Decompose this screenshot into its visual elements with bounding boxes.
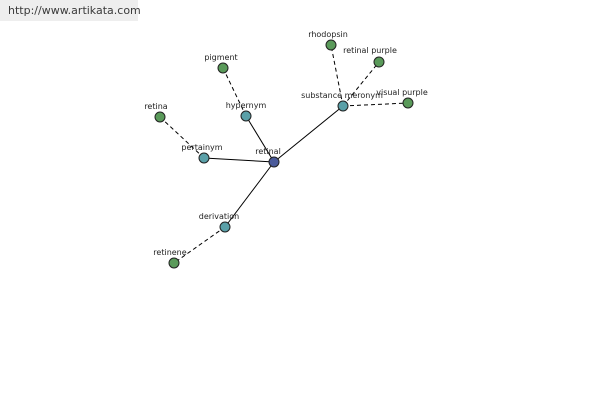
edge-retinal-derivation [224,161,275,228]
edge-retinal-pertainym [203,157,275,163]
node-pertainym[interactable] [198,152,210,164]
node-visual-purple[interactable] [402,97,414,109]
node-pigment[interactable] [217,62,229,74]
edge-retinal-hypernym [245,115,275,163]
node-retinene[interactable] [168,257,180,269]
node-substance-meronym[interactable] [337,100,349,112]
node-label-pigment: pigment [204,53,237,62]
node-hypernym[interactable] [240,110,252,122]
nodes-layer [154,39,414,269]
site-banner: http://www.artikata.com [0,0,141,21]
labels-layer: retinal hypernym pertainym derivation substa… [144,30,428,257]
node-label-visual-purple: visual purple [376,88,428,97]
node-retinal-purple[interactable] [373,56,385,68]
node-label-retinal-purple: retinal purple [343,46,397,55]
edge-pertainym-retina [159,116,205,159]
edge-substance-meronym-rhodopsin [330,44,344,107]
edges-layer [159,44,409,264]
node-label-rhodopsin: rhodopsin [308,30,348,39]
edge-derivation-retinene [173,226,226,264]
node-derivation[interactable] [219,221,231,233]
edge-substance-meronym-retinal-purple [342,61,380,107]
node-rhodopsin[interactable] [325,39,337,51]
node-retina[interactable] [154,111,166,123]
node-label-retina: retina [144,102,167,111]
node-label-hypernym: hypernym [226,101,267,110]
site-url-link[interactable]: http://www.artikata.com [8,4,141,17]
node-retinal[interactable] [268,156,280,168]
node-label-substance-meronym: substance meronym [301,91,383,100]
edge-hypernym-pigment [222,67,247,117]
node-label-retinene: retinene [153,248,186,257]
node-label-derivation: derivation [199,212,239,221]
node-label-pertainym: pertainym [181,143,222,152]
node-label-retinal: retinal [255,147,281,156]
edge-substance-meronym-visual-purple [342,102,409,107]
edge-retinal-substance-meronym [273,105,344,163]
